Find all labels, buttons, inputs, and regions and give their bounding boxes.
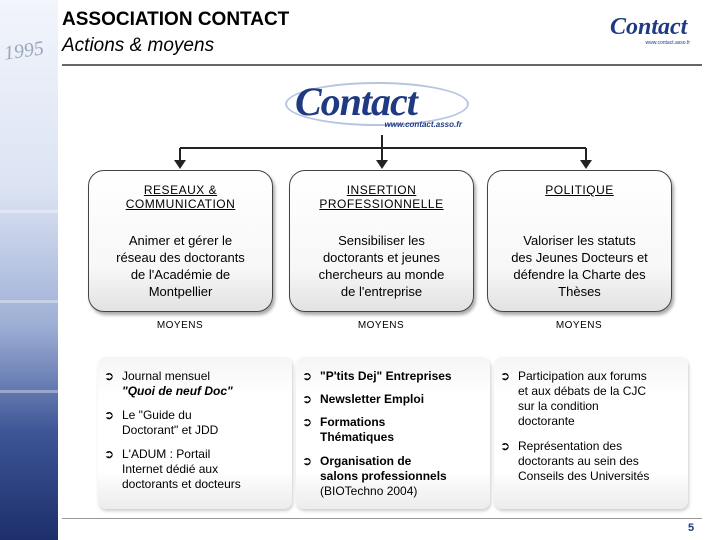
box-title-line: POLITIQUE (545, 183, 614, 197)
main-logo-word: Contact (295, 79, 418, 124)
box-title-line: COMMUNICATION (125, 197, 236, 211)
page-subtitle: Actions & moyens (62, 35, 215, 56)
bullet-line: doctorante (518, 414, 575, 428)
logo-swoosh (285, 82, 469, 126)
bullet-line: et aux débats de la CJC (518, 384, 647, 398)
bullet-text: Newsletter Emploi (320, 392, 424, 407)
bullet-text: Représentation des doctorants au sein de… (518, 439, 649, 484)
bullet-line: "P'tits Dej" Entreprises (320, 369, 452, 383)
page-title: ASSOCIATION CONTACT (62, 9, 290, 30)
bullet-line: L'ADUM : Portail (122, 447, 211, 461)
bullet-line: (BIOTechno 2004) (320, 484, 418, 498)
bullet-text: Participation aux forums et aux débats d… (518, 369, 647, 429)
moyens-label: MOYENS (357, 320, 405, 331)
bullet-line: salons professionnels (320, 469, 447, 483)
arrow-bullet-icon: ➲ (302, 415, 313, 429)
desc-line: chercheurs au monde (318, 267, 445, 282)
bullet-line: Formations (320, 415, 386, 429)
arrow-bullet-icon: ➲ (104, 369, 115, 383)
bullet-text: "P'tits Dej" Entreprises (320, 369, 452, 384)
moyens-label: MOYENS (156, 320, 204, 331)
moyens-panel-reseaux: ➲ Journal mensuel "Quoi de neuf Doc" ➲ L… (98, 357, 292, 509)
box-title-line: PROFESSIONNELLE (319, 197, 444, 211)
bullet-line: Le "Guide du (122, 408, 192, 422)
arrow-bullet-icon: ➲ (104, 408, 115, 422)
bullet-line: Thématiques (320, 430, 395, 444)
box-title: POLITIQUE (492, 183, 667, 197)
bullet-line: Newsletter Emploi (320, 392, 425, 406)
box-title-line: RESEAUX & (143, 183, 218, 197)
bullet-line: doctorants et docteurs (122, 477, 241, 491)
box-title: INSERTION PROFESSIONNELLE (294, 183, 469, 211)
bullet-text: Journal mensuel "Quoi de neuf Doc" (122, 369, 233, 399)
arrow-bullet-icon: ➲ (302, 369, 313, 383)
moyens-panel-insertion: ➲ "P'tits Dej" Entreprises ➲ Newsletter … (296, 357, 490, 509)
bullet-line: Internet dédié aux (122, 462, 219, 476)
main-logo-url: www.contact.asso.fr (384, 120, 463, 129)
box-description: Valoriser les statuts des Jeunes Docteur… (494, 232, 665, 300)
moyens-panel-politique: ➲ Participation aux forums et aux débats… (494, 357, 688, 509)
bullet-line: Organisation de (320, 454, 412, 468)
desc-line: de l'entreprise (340, 284, 423, 299)
main-logo: Contact www.contact.asso.fr (285, 78, 470, 134)
desc-line: de l'Académie de (130, 267, 231, 282)
bullet-line: Participation aux forums (518, 369, 647, 383)
footer-divider (62, 518, 702, 519)
desc-line: Thèses (558, 284, 601, 299)
desc-line: Animer et gérer le (128, 233, 233, 248)
moyens-label: MOYENS (555, 320, 603, 331)
box-description: Sensibiliser les doctorants et jeunes ch… (296, 232, 467, 300)
bullet-line: "Quoi de neuf Doc" (122, 384, 233, 398)
arrow-bullet-icon: ➲ (500, 439, 511, 453)
box-title: RESEAUX & COMMUNICATION (93, 183, 268, 211)
arrow-head-left (174, 160, 186, 169)
bullet-line: Conseils des Universités (518, 469, 650, 483)
desc-line: Montpellier (148, 284, 213, 299)
bullet-line: Journal mensuel (122, 369, 211, 383)
sidebar-stripe (0, 210, 58, 213)
corner-logo: Contact www.contact.asso.fr (610, 14, 690, 56)
bullet-text: L'ADUM : Portail Internet dédié aux doct… (122, 447, 241, 492)
corner-logo-url: www.contact.asso.fr (645, 40, 690, 46)
box-insertion-professionnelle: INSERTION PROFESSIONNELLE Sensibiliser l… (289, 170, 474, 312)
corner-logo-word: Contact (610, 14, 688, 40)
box-politique: POLITIQUE Valoriser les statuts des Jeun… (487, 170, 672, 312)
desc-line: doctorants et jeunes (322, 250, 441, 265)
sidebar-stripe (0, 390, 58, 393)
arrow-bullet-icon: ➲ (302, 392, 313, 406)
desc-line: réseau des doctorants (116, 250, 245, 265)
desc-line: Valoriser les statuts (523, 233, 636, 248)
box-description: Animer et gérer le réseau des doctorants… (95, 232, 266, 300)
box-reseaux-communication: RESEAUX & COMMUNICATION Animer et gérer … (88, 170, 273, 312)
bullet-line: doctorants au sein des (518, 454, 639, 468)
bullet-line: Doctorant" et JDD (122, 423, 219, 437)
bullet-text: Le "Guide du Doctorant" et JDD (122, 408, 218, 438)
box-title-line: INSERTION (346, 183, 417, 197)
desc-line: des Jeunes Docteurs et (511, 250, 648, 265)
arrow-bullet-icon: ➲ (302, 454, 313, 468)
bullet-line: sur la condition (518, 399, 599, 413)
bullet-text: Organisation de salons professionnels (B… (320, 454, 447, 499)
arrow-bullet-icon: ➲ (500, 369, 511, 383)
desc-line: Sensibiliser les (338, 233, 425, 248)
arrow-bullet-icon: ➲ (104, 447, 115, 461)
decorative-sidebar: 1995 (0, 0, 58, 540)
arrow-head-right (580, 160, 592, 169)
bullet-text: Formations Thématiques (320, 415, 394, 445)
bullet-line: Représentation des (518, 439, 623, 453)
arrow-head-mid (376, 160, 388, 169)
desc-line: défendre la Charte des (513, 267, 646, 282)
sidebar-stripe (0, 300, 58, 303)
page-number: 5 (688, 522, 695, 534)
header-divider (62, 64, 702, 66)
